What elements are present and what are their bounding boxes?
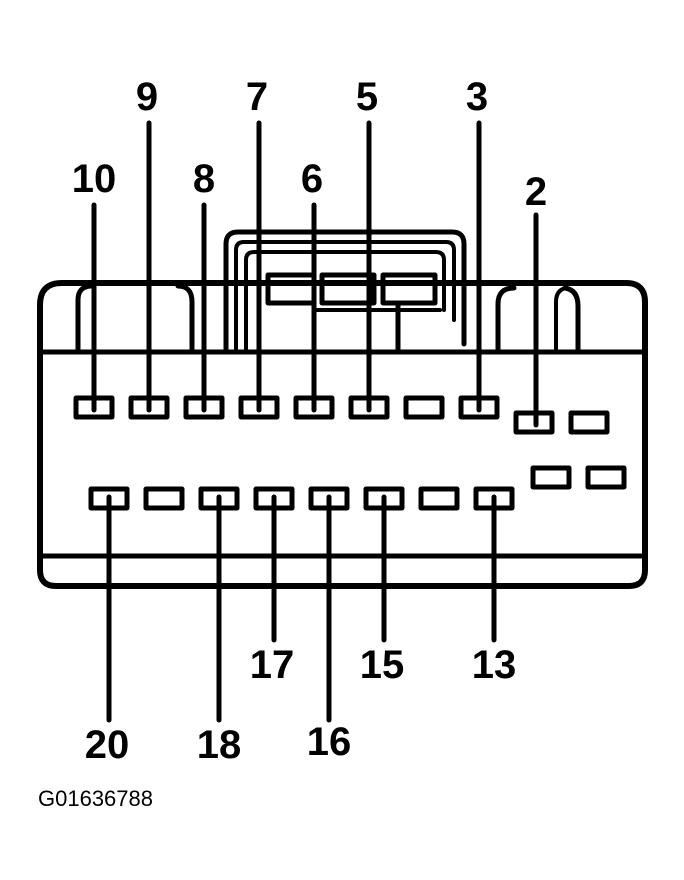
pin-label-7: 7 [246, 75, 268, 119]
pin-label-18: 18 [197, 723, 242, 767]
pin-label-16: 16 [307, 720, 352, 764]
pin-label-6: 6 [301, 157, 323, 201]
pin-label-13: 13 [472, 643, 517, 687]
pin-label-3: 3 [466, 75, 488, 119]
key-feature [223, 229, 467, 353]
pin-label-17: 17 [250, 643, 295, 687]
pin-label-9: 9 [136, 75, 158, 119]
pin-label-2: 2 [525, 170, 547, 214]
latch-ribs [75, 283, 581, 355]
pin-label-8: 8 [193, 157, 215, 201]
cavity-12 [530, 465, 572, 490]
pin-label-10: 10 [72, 157, 117, 201]
bottom-leader-lines [106, 494, 497, 723]
top-row-cavities [73, 395, 610, 435]
top-leader-lines [91, 120, 539, 428]
cavity-1 [568, 410, 610, 435]
bottom-pin-labels: 17 15 13 20 18 16 [85, 643, 517, 767]
cavity-19 [143, 486, 185, 511]
figure-id: G01636788 [38, 786, 153, 811]
cavity-14 [418, 486, 460, 511]
cavity-11 [585, 465, 627, 490]
bottom-row-cavities [88, 465, 627, 511]
cavity-4 [403, 395, 445, 420]
connector-housing [37, 280, 648, 589]
pin-label-20: 20 [85, 723, 130, 767]
top-pin-labels: 10 9 8 7 6 5 3 2 [72, 75, 547, 214]
pin-label-5: 5 [356, 75, 378, 119]
pin-label-15: 15 [360, 643, 405, 687]
